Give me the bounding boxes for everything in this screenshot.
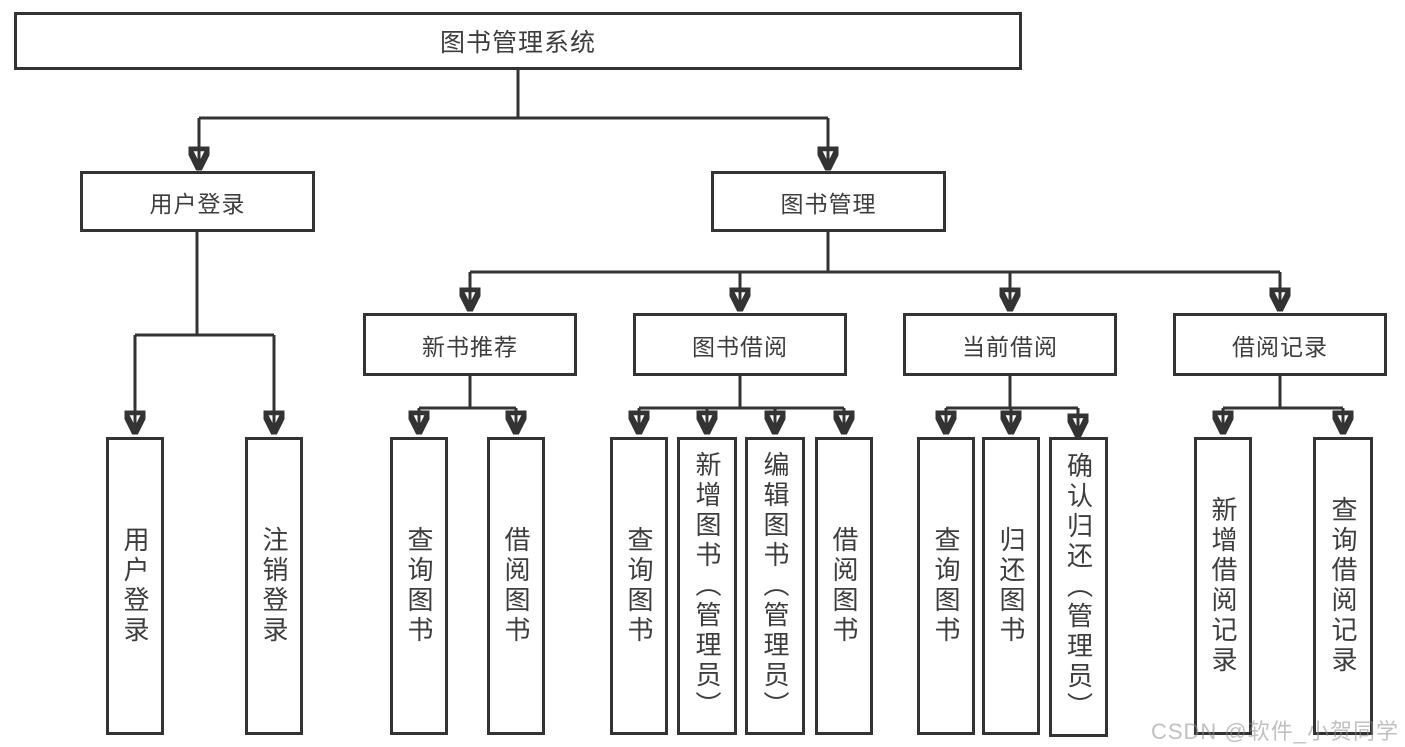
node-user-login-label: 用户登录 [149,190,246,217]
node-root-system: 图书管理系统 [14,12,1022,70]
leaf-add-borrow-record: 新增借阅记录 [1194,437,1252,735]
csdn-watermark: CSDN @软件_小贺同学 [1150,719,1399,744]
leaf-query-book-current-label: 查询图书 [931,526,961,646]
leaf-query-book-current: 查询图书 [917,437,975,735]
leaf-confirm-return-admin-label: 确认归还（管理员） [1063,452,1094,722]
node-borrow-records: 借阅记录 [1173,313,1387,376]
leaf-query-book-recommend: 查询图书 [390,437,448,735]
leaf-edit-book-admin: 编辑图书（管理员） [745,437,805,735]
leaf-borrow-book-recommend-label: 借阅图书 [501,526,531,646]
node-new-book-recommend: 新书推荐 [363,313,577,376]
leaf-logout-label: 注销登录 [259,526,289,646]
leaf-add-book-admin-label: 新增图书（管理员） [692,451,722,721]
node-root-label: 图书管理系统 [439,29,596,57]
node-borrow-records-label: 借阅记录 [1232,333,1328,360]
leaf-query-book-borrow-label: 查询图书 [624,526,654,646]
leaf-edit-book-admin-label: 编辑图书（管理员） [760,451,790,721]
leaf-add-borrow-record-label: 新增借阅记录 [1208,496,1238,676]
connector-book-borrow-trunk [639,376,844,410]
node-new-book-recommend-label: 新书推荐 [422,333,518,360]
connector-new-book-rec-trunk [419,376,516,410]
leaf-user-login: 用户登录 [106,437,164,735]
connector-current-borrow-trunk [946,376,1078,410]
leaf-query-book-recommend-label: 查询图书 [404,526,434,646]
leaf-borrow-book-borrow: 借阅图书 [815,437,873,735]
connector-borrow-records-trunk [1223,376,1343,410]
leaf-logout: 注销登录 [245,437,303,735]
node-book-borrow-label: 图书借阅 [692,333,788,360]
leaf-query-borrow-record: 查询借阅记录 [1313,437,1373,735]
leaf-add-book-admin: 新增图书（管理员） [677,437,737,735]
node-book-management: 图书管理 [711,171,946,232]
leaf-query-book-borrow: 查询图书 [610,437,668,735]
leaf-query-borrow-record-label: 查询借阅记录 [1328,496,1358,676]
leaf-confirm-return-admin: 确认归还（管理员） [1049,437,1108,737]
leaf-return-book-label: 归还图书 [996,526,1026,646]
leaf-return-book: 归还图书 [982,437,1040,735]
node-current-borrow-label: 当前借阅 [962,333,1058,360]
node-book-management-label: 图书管理 [780,190,877,217]
node-book-borrow: 图书借阅 [633,313,847,376]
node-user-login: 用户登录 [80,171,315,232]
connector-user-login-trunk [135,232,274,337]
leaf-borrow-book-borrow-label: 借阅图书 [829,526,859,646]
leaf-borrow-book-recommend: 借阅图书 [487,437,545,735]
leaf-user-login-label: 用户登录 [120,526,150,646]
connector-book-mgmt-trunk [470,232,1280,274]
node-current-borrow: 当前借阅 [903,313,1117,376]
connector-root-trunk [199,70,828,120]
